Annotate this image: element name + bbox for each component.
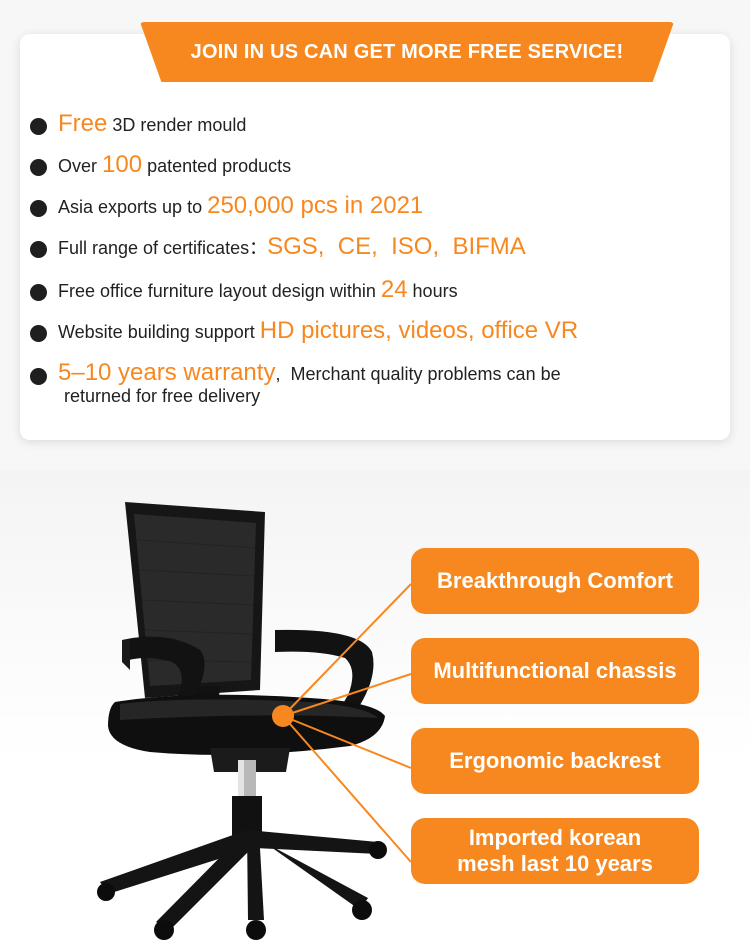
feature-badge-chassis: Multifunctional chassis [411, 638, 699, 704]
feature-text: Free office furniture layout design with… [58, 281, 381, 301]
feature-item: Website building support HD pictures, vi… [58, 317, 578, 345]
feature-text: Website building support [58, 322, 260, 342]
feature-text: Asia exports up to [58, 197, 208, 217]
feature-text: Over [58, 156, 103, 176]
feature-highlight: 250,000 pcs in 2021 [207, 192, 424, 219]
services-card [20, 34, 730, 440]
feature-highlight: SGS, CE, ISO, BIFMA [267, 233, 526, 260]
feature-item: Over 100 patented products [58, 151, 291, 179]
feature-highlight: Free [58, 110, 108, 137]
feature-badge-comfort: Breakthrough Comfort [411, 548, 699, 614]
bullet-icon [30, 159, 47, 176]
feature-highlight: 24 [380, 276, 408, 303]
feature-text: 3D render mould [107, 115, 247, 135]
feature-item: 5–10 years warranty, Merchant quality pr… [58, 359, 561, 387]
feature-badge-mesh: Imported korean mesh last 10 years [411, 818, 699, 884]
feature-item: Asia exports up to 250,000 pcs in 2021 [58, 192, 423, 220]
feature-text-line2: returned for free delivery [64, 386, 261, 406]
bullet-icon [30, 284, 47, 301]
feature-badge-label: Multifunctional chassis [433, 658, 677, 683]
header-title: JOIN IN US CAN GET MORE FREE SERVICE! [190, 41, 624, 63]
office-chair-image [97, 502, 387, 940]
feature-item: Full range of certificates：SGS, CE, ISO,… [58, 233, 526, 261]
bullet-icon [30, 200, 47, 217]
feature-text: patented products [142, 156, 292, 176]
feature-badge-label: Imported korean [468, 825, 642, 850]
header-banner [140, 22, 674, 82]
feature-item: Free 3D render mould [58, 110, 246, 138]
bullet-icon [30, 368, 47, 385]
feature-item: Free office furniture layout design with… [58, 276, 458, 304]
feature-badge-label: mesh last 10 years [457, 851, 653, 876]
feature-highlight: HD pictures, videos, office VR [259, 317, 579, 344]
feature-text: Full range of certificates： [58, 238, 268, 258]
bullet-icon [30, 241, 47, 258]
feature-badge-label: Breakthrough Comfort [437, 568, 673, 593]
feature-text: , Merchant quality problems can be [275, 364, 561, 384]
feature-highlight: 100 [102, 151, 143, 178]
feature-badge-label: Ergonomic backrest [449, 748, 661, 773]
feature-text: hours [407, 281, 458, 301]
feature-badge-backrest: Ergonomic backrest [411, 728, 699, 794]
bullet-icon [30, 325, 47, 342]
bullet-icon [30, 118, 47, 135]
feature-highlight: 5–10 years warranty [58, 359, 276, 386]
